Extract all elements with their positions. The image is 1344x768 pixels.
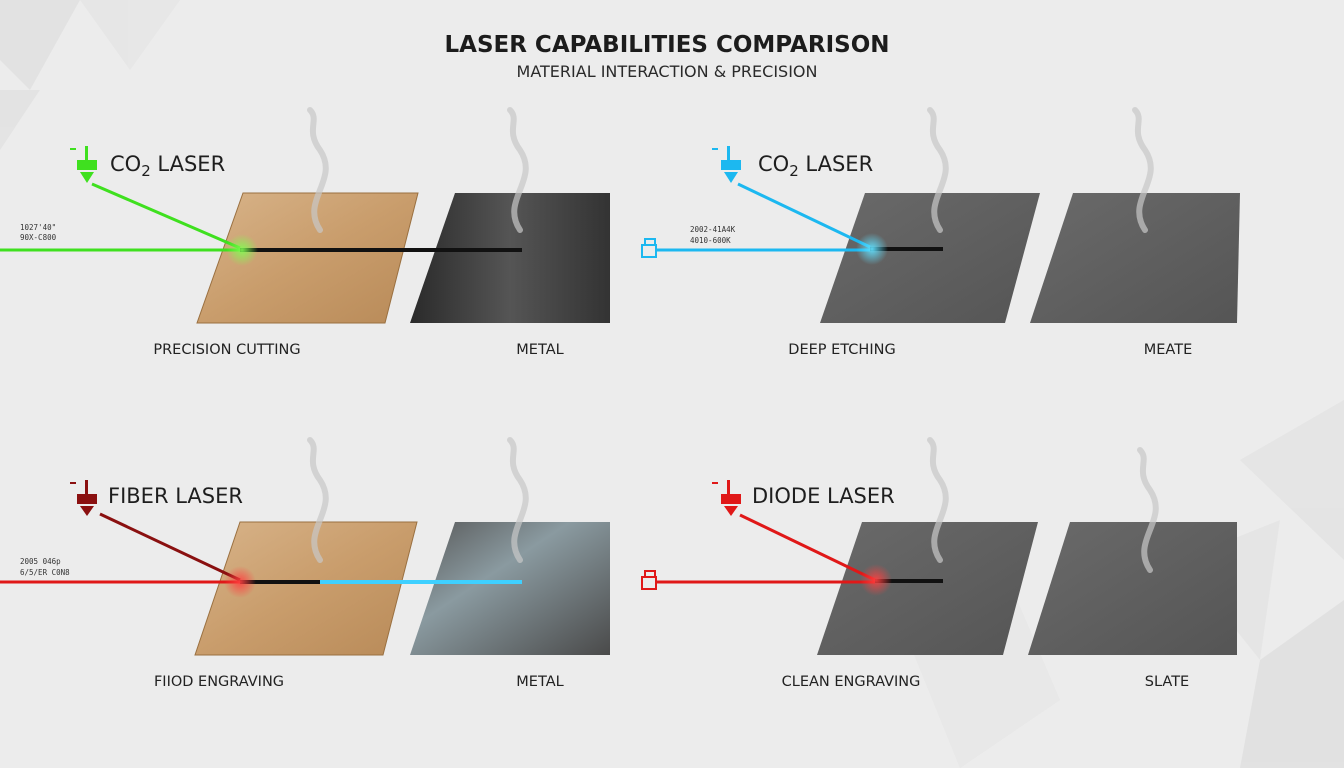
svg-text:CO2 LASER: CO2 LASER xyxy=(758,152,873,180)
spec-text: 1027'40" xyxy=(20,223,56,232)
page-title: LASER CAPABILITIES COMPARISON xyxy=(444,32,889,58)
material-label: METAL xyxy=(516,674,563,690)
smoke-wisps xyxy=(307,107,1159,573)
panel-fiber: FIBER LASER 2005 046p 6/5/ER C0N8 FIIOD … xyxy=(0,480,610,690)
material-label: PRECISION CUTTING xyxy=(153,342,300,358)
slate-slab xyxy=(1028,522,1237,655)
laser-head-icon xyxy=(70,146,97,183)
material-label: DEEP ETCHING xyxy=(788,342,895,358)
panel-title: DIODE LASER xyxy=(752,484,895,508)
spec-text: 90X-C800 xyxy=(20,233,57,242)
panel-diode: DIODE LASER CLEAN ENGRAVING SLATE xyxy=(641,480,1237,690)
laser-head-icon xyxy=(712,146,741,183)
wood-slab xyxy=(194,521,418,656)
material-label: SLATE xyxy=(1145,674,1189,690)
spec-text: 2002-41A4K xyxy=(690,225,736,234)
wood-slab xyxy=(196,192,419,324)
panel-co2-etching: CO2 LASER 2002-41A4K 4010-600K DEEP ETCH… xyxy=(641,146,1240,358)
laser-head-icon xyxy=(712,480,741,516)
metal-slab xyxy=(410,522,610,655)
material-label: METAL xyxy=(516,342,563,358)
svg-text:CO2 LASER: CO2 LASER xyxy=(110,152,225,180)
spec-text: 2005 046p xyxy=(20,557,61,566)
spec-text: 4010-600K xyxy=(690,236,731,245)
page-subtitle: MATERIAL INTERACTION & PRECISION xyxy=(517,62,818,81)
metal-slab xyxy=(410,193,610,323)
emitter-icon xyxy=(641,570,657,590)
emitter-icon xyxy=(641,238,657,258)
spec-text: 6/5/ER C0N8 xyxy=(20,568,70,577)
panel-title: FIBER LASER xyxy=(108,484,243,508)
panel-title: CO xyxy=(110,152,141,176)
slate-slab xyxy=(817,522,1038,655)
slate-slab xyxy=(1030,193,1240,323)
panel-title: CO xyxy=(758,152,789,176)
laser-beam xyxy=(737,182,871,249)
laser-beam xyxy=(739,513,876,582)
panel-co2-cutting: CO2 LASER 1027'40" 90X-C800 PRECISION CU… xyxy=(0,146,610,358)
laser-head-icon xyxy=(70,480,97,516)
slate-slab xyxy=(820,193,1040,323)
laser-beam xyxy=(99,512,241,582)
laser-beam xyxy=(91,182,241,250)
material-label: MEATE xyxy=(1144,342,1192,358)
material-label: FIIOD ENGRAVING xyxy=(154,674,284,690)
material-label: CLEAN ENGRAVING xyxy=(782,674,921,690)
